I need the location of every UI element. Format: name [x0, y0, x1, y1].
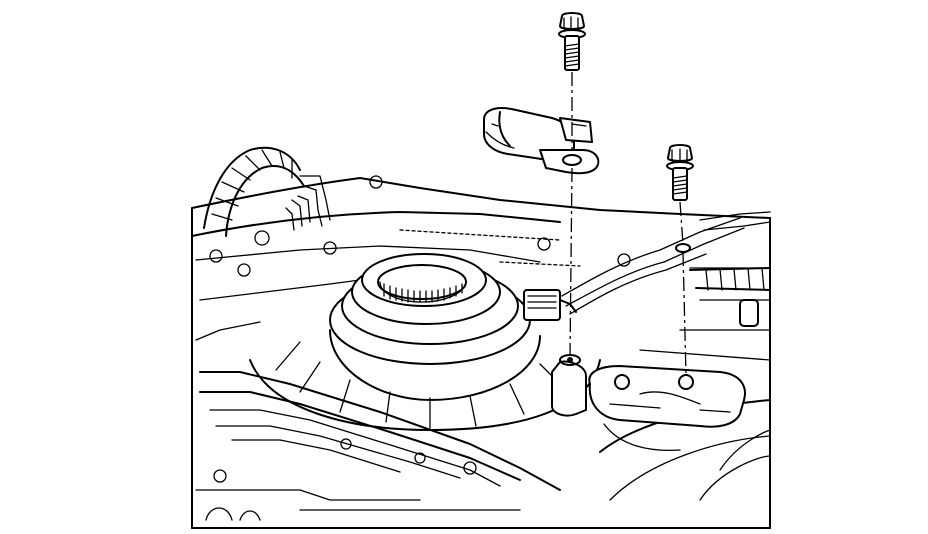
- output-shaft-bearing: [249, 253, 601, 431]
- bracket: [588, 365, 746, 452]
- speed-sensor: [483, 107, 600, 175]
- bolt-right: [666, 144, 694, 201]
- wire-harness-right: [689, 211, 771, 327]
- bolt-hole: [675, 243, 691, 253]
- alignment-lines: [569, 72, 687, 377]
- electrical-connector: [523, 217, 745, 321]
- transmission-case: [191, 175, 771, 529]
- bolt-upper: [558, 12, 586, 71]
- wire-harness: [203, 146, 331, 237]
- sensor-mount-boss: [551, 354, 587, 417]
